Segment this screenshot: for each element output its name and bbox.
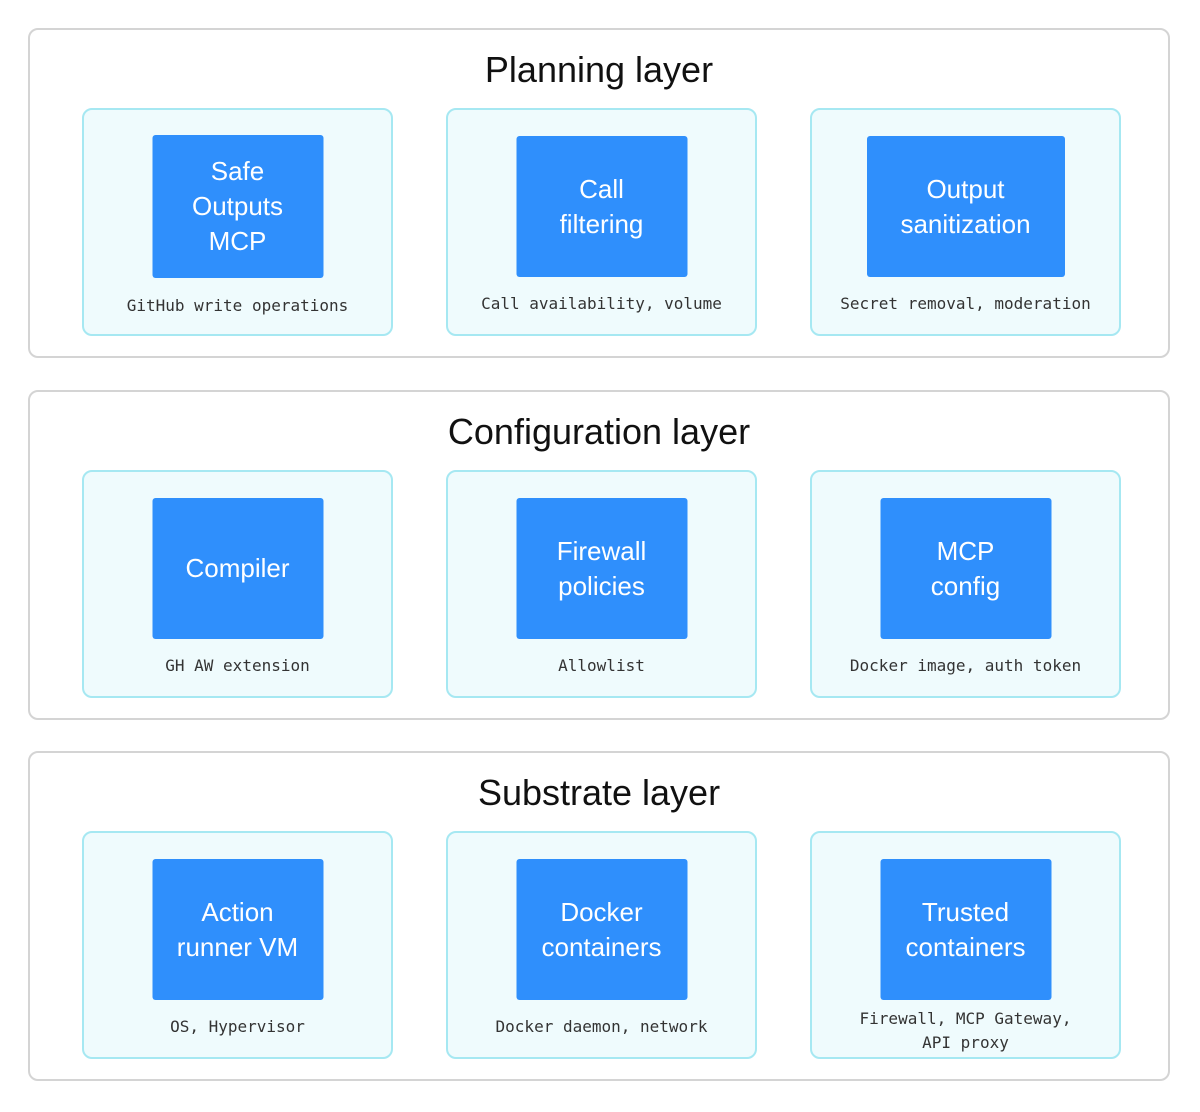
component-label: Action runner VM bbox=[176, 896, 299, 962]
card-trusted-containers: Trusted containers Firewall, MCP Gateway… bbox=[810, 831, 1121, 1059]
component-label: Docker containers bbox=[541, 896, 662, 962]
component-box: Docker containers bbox=[516, 859, 687, 1000]
component-caption: Docker daemon, network bbox=[495, 1017, 708, 1036]
component-label: Firewall policies bbox=[556, 535, 647, 601]
component-label: Safe Outputs MCP bbox=[191, 156, 284, 256]
component-box: Trusted containers bbox=[880, 859, 1051, 1000]
component-caption: Docker image, auth token bbox=[849, 656, 1082, 675]
card-safe-outputs-mcp: Safe Outputs MCP GitHub write operations bbox=[82, 108, 393, 336]
card-compiler: Compiler GH AW extension bbox=[82, 470, 393, 698]
component-label: MCP config bbox=[930, 535, 1001, 601]
card-docker-containers: Docker containers Docker daemon, network bbox=[446, 831, 757, 1059]
component-caption: GH AW extension bbox=[165, 656, 310, 675]
card-output-sanitization: Output sanitization Secret removal, mode… bbox=[810, 108, 1121, 336]
component-caption: Firewall, MCP Gateway, API proxy bbox=[859, 1009, 1072, 1052]
component-caption: Call availability, volume bbox=[481, 294, 722, 313]
component-label: Call filtering bbox=[559, 173, 644, 239]
component-box: Call filtering bbox=[516, 136, 687, 277]
component-caption: GitHub write operations bbox=[126, 296, 349, 315]
component-label: Output sanitization bbox=[900, 173, 1031, 239]
planning-layer: Planning layer Safe Outputs MCP GitHub w… bbox=[28, 28, 1170, 358]
component-box: Output sanitization bbox=[866, 136, 1065, 277]
substrate-layer: Substrate layer Action runner VM OS, Hyp… bbox=[28, 751, 1170, 1081]
card-mcp-config: MCP config Docker image, auth token bbox=[810, 470, 1121, 698]
component-label: Trusted containers bbox=[905, 896, 1026, 962]
layer-title: Configuration layer bbox=[447, 411, 751, 452]
component-box: Compiler bbox=[152, 498, 323, 639]
layer-title: Substrate layer bbox=[477, 772, 721, 813]
card-firewall-policies: Firewall policies Allowlist bbox=[446, 470, 757, 698]
card-call-filtering: Call filtering Call availability, volume bbox=[446, 108, 757, 336]
component-caption: Secret removal, moderation bbox=[840, 294, 1091, 313]
component-caption: Allowlist bbox=[558, 656, 645, 675]
component-box: Firewall policies bbox=[516, 498, 687, 639]
component-box: MCP config bbox=[880, 498, 1051, 639]
configuration-layer: Configuration layer Compiler GH AW exten… bbox=[28, 390, 1170, 720]
component-label: Compiler bbox=[185, 553, 290, 583]
layer-title: Planning layer bbox=[484, 49, 714, 90]
component-box: Safe Outputs MCP bbox=[152, 135, 323, 278]
component-box: Action runner VM bbox=[152, 859, 323, 1000]
card-action-runner-vm: Action runner VM OS, Hypervisor bbox=[82, 831, 393, 1059]
component-caption: OS, Hypervisor bbox=[170, 1017, 305, 1036]
